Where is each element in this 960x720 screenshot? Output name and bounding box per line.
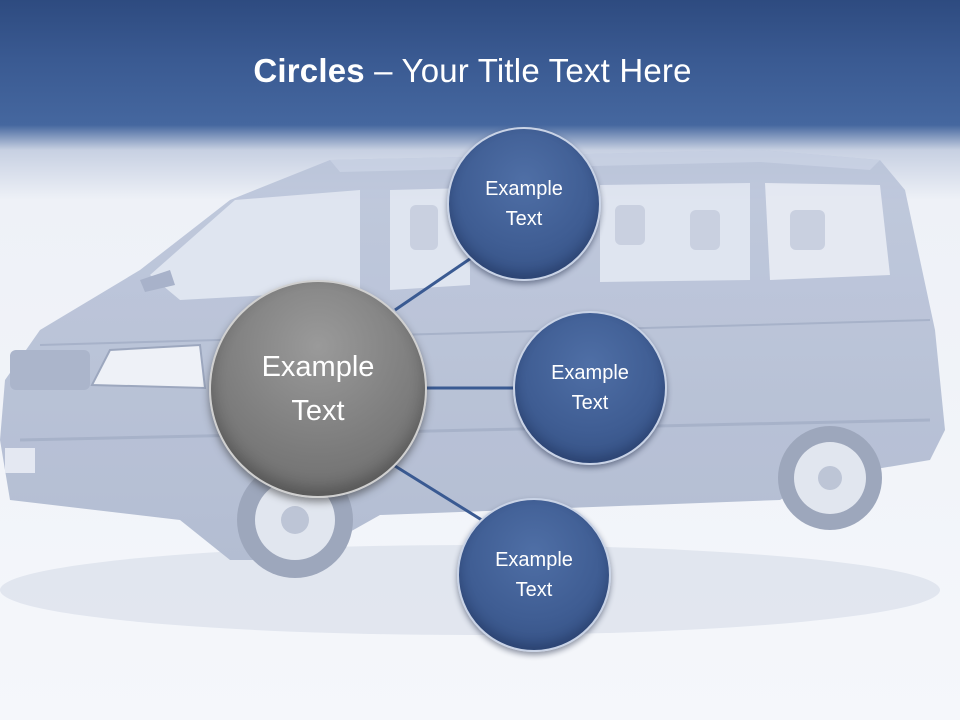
satellite-middle-line2: Text: [571, 392, 609, 414]
connector-bottom: [394, 464, 486, 524]
satellite-middle-line1: Example: [551, 362, 629, 384]
satellite-circle-top[interactable]: Example Text: [447, 127, 601, 281]
center-circle[interactable]: Example Text: [209, 280, 427, 498]
slide-title: Circles – Your Title Text Here: [0, 52, 945, 90]
satellite-bottom-line2: Text: [515, 579, 553, 601]
satellite-top-line2: Text: [505, 208, 543, 230]
title-rest: – Your Title Text Here: [364, 52, 692, 89]
connector-top: [394, 250, 481, 312]
title-bold: Circles: [253, 52, 365, 89]
satellite-circle-bottom[interactable]: Example Text: [457, 498, 611, 652]
satellite-circle-middle[interactable]: Example Text: [513, 311, 667, 465]
center-circle-line2: Text: [291, 395, 345, 427]
satellite-bottom-line1: Example: [495, 549, 573, 571]
center-circle-line1: Example: [261, 351, 375, 383]
satellite-top-line1: Example: [485, 178, 563, 200]
